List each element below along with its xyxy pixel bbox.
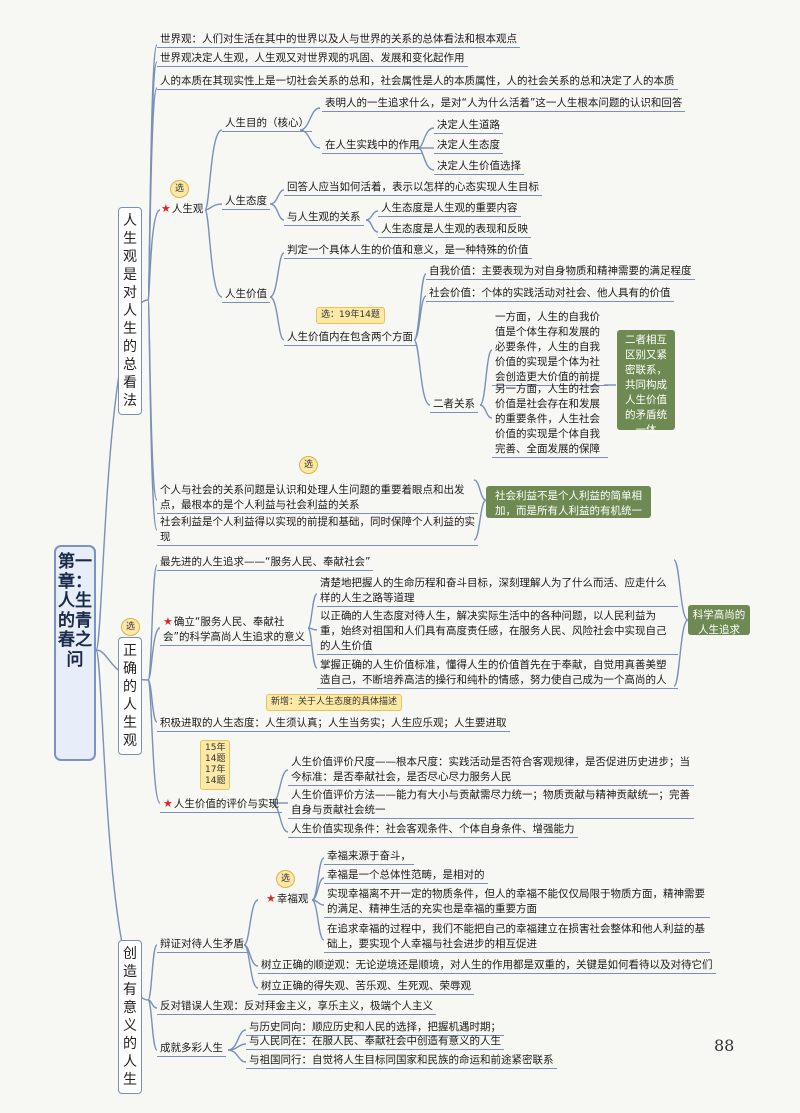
oppose-wrong-node: 反对错误人生观：反对拜金主义，享乐主义，极端个人主义 bbox=[157, 999, 436, 1015]
life-attitude-definition: 回答人应当如何活着，表示以怎样的心态实现人生目标 bbox=[284, 180, 542, 196]
diverse-life-node: 成就多彩人生 bbox=[157, 1041, 226, 1057]
exam-tag-15-17: 15年 14题 17年 14题 bbox=[200, 740, 231, 790]
value-two-aspects: 人生价值内在包含两个方面 bbox=[284, 330, 416, 346]
pursuit-note: 科学高尚的人生追求 bbox=[688, 605, 750, 636]
worldview-decides-node: 世界观决定人生观，人生观又对世界观的巩固、发展和变化起作用 bbox=[157, 51, 468, 67]
pursuit-meaning-node: ★确立“服务人民、奉献社会”的科学高尚人生追求的意义 bbox=[160, 614, 311, 646]
life-value-definition: 判定一个具体人生的价值和意义，是一种特殊的价值 bbox=[284, 243, 532, 259]
life-outlook-node: ★人生观 bbox=[158, 201, 206, 217]
section-correct-outlook: 正确的人生观 bbox=[118, 637, 142, 755]
individual-society-node: 个人与社会的关系问题是认识和处理人生问题的重要着眼点和出发点，最根本的是个人利益… bbox=[157, 483, 478, 514]
gains-losses-node: 树立正确的得失观、苦乐观、生死观、荣辱观 bbox=[258, 979, 474, 995]
dialectic-node: 辩证对待人生矛盾 bbox=[157, 937, 247, 953]
exam-tag-19: 选：19年14题 bbox=[316, 307, 385, 324]
value-evaluation-node: ★人生价值的评价与实现 bbox=[160, 796, 282, 813]
life-purpose-node: 人生目的（核心） bbox=[222, 116, 312, 132]
evaluation-method: 人生价值评价方法——能力有大小与贡献需尽力统一；物质贡献与精神贡献统一；完善自身… bbox=[288, 788, 694, 819]
self-value-node: 自我价值：主要表现为对自身物质和精神需要的满足程度 bbox=[426, 264, 695, 280]
attitude-relation-node: 与人生观的关系 bbox=[284, 210, 364, 226]
role-attitude: 决定人生态度 bbox=[434, 138, 503, 154]
positive-attitude-node: 积极进取的人生态度：人生须认真；人生当务实；人生应乐观；人生要进取 bbox=[157, 716, 510, 732]
star-icon: ★ bbox=[163, 797, 173, 810]
attitude-relation-1: 人生态度是人生观的重要内容 bbox=[378, 201, 521, 217]
attitude-relation-2: 人生态度是人生观的表现和反映 bbox=[378, 222, 531, 238]
chapter-title: 第一章：人生的青春之问 bbox=[54, 545, 96, 761]
role-path: 决定人生道路 bbox=[434, 118, 503, 134]
happiness-view-node: ★幸福观 bbox=[263, 891, 311, 907]
advanced-pursuit-node: 最先进的人生追求——“服务人民、奉献社会” bbox=[157, 555, 374, 571]
evaluation-scale: 人生价值评价尺度——根本尺度：实践活动是否符合客观规律，是否促进历史进步；当今标… bbox=[288, 755, 694, 786]
select-tag-4: 选 bbox=[276, 870, 296, 888]
select-tag: 选 bbox=[170, 180, 190, 198]
life-purpose-role: 在人生实践中的作用 bbox=[322, 138, 423, 154]
meaning-2: 以正确的人生态度对待人生，解决实际生活中的各种问题，以人民利益为重，始终对祖国和… bbox=[317, 609, 678, 655]
value-evaluation-label: 人生价值的评价与实现 bbox=[173, 798, 279, 810]
meaning-1: 清楚地把握人的生命历程和奋斗目标，深刻理解人为了什么而活、应走什么样的人生之路等… bbox=[317, 576, 678, 607]
unity-note: 二者相互区别又紧密联系，共同构成人生价值的矛盾统一体 bbox=[617, 330, 675, 436]
life-value-node: 人生价值 bbox=[222, 287, 270, 303]
social-interest-node: 社会利益是个人利益得以实现的前提和基础，同时保障个人利益的实现 bbox=[157, 515, 478, 546]
new-tag: 新增：关于人生态度的具体描述 bbox=[266, 694, 403, 711]
pursuit-meaning-label: 确立“服务人民、奉献社会”的科学高尚人生追求的意义 bbox=[163, 616, 305, 643]
social-interest-note: 社会利益不是个人利益的简单相加，而是所有人利益的有机统一 bbox=[486, 486, 651, 518]
human-essence-node: 人的本质在其现实性上是一切社会关系的总和，社会属性是人的本质属性，人的社会关系的… bbox=[157, 74, 678, 90]
realization-condition: 人生价值实现条件：社会客观条件、个体自身条件、增强能力 bbox=[288, 822, 578, 838]
star-icon: ★ bbox=[163, 615, 173, 628]
happiness-4: 在追求幸福的过程中，我们不能把自己的幸福建立在损害社会整体和他人利益的基础上，要… bbox=[324, 922, 710, 953]
adversity-node: 树立正确的顺逆观：无论逆境还是顺境，对人生的作用都是双重的，关键是如何看待以及对… bbox=[258, 958, 716, 974]
happiness-1: 幸福来源于奋斗， bbox=[324, 849, 414, 865]
happiness-3: 实现幸福离不开一定的物质条件，但人的幸福不能仅仅局限于物质方面，精神需要的满足、… bbox=[324, 887, 710, 918]
section-meaningful-life: 创造有意义的人生 bbox=[118, 940, 142, 1094]
relation-aspect-2: 另一方面，人生的社会价值是社会存在和发展的重要条件，人生社会价值的实现是个体自我… bbox=[492, 382, 608, 458]
diverse-1: 与历史同向：顺应历史和人民的选择，把握机遇时期； bbox=[246, 1020, 504, 1036]
role-value: 决定人生价值选择 bbox=[434, 159, 524, 175]
relation-aspect-1: 一方面，人生的自我价值是个体生存和发展的必要条件，人生的自我价值的实现是个体为社… bbox=[492, 310, 608, 386]
life-purpose-definition: 表明人的一生追求什么，是对“人为什么活着”这一人生根本问题的认识和回答 bbox=[322, 96, 686, 112]
happiness-2: 幸福是一个总体性范畴，是相对的 bbox=[324, 868, 488, 884]
life-outlook-label: 人生观 bbox=[171, 203, 204, 215]
meaning-3: 掌握正确的人生价值标准，懂得人生的价值首先在于奉献，自觉用真善美塑造自己，不断培… bbox=[317, 658, 678, 689]
select-tag-3: 选 bbox=[121, 618, 141, 636]
select-tag-2: 选 bbox=[299, 456, 319, 474]
diverse-2: 与人民同在：在服人民、奉献社会中创造有意义的人生 bbox=[246, 1034, 504, 1050]
social-value-node: 社会价值：个体的实践活动对社会、他人具有的价值 bbox=[426, 286, 674, 302]
life-attitude-node: 人生态度 bbox=[222, 194, 270, 210]
relation-node: 二者关系 bbox=[430, 397, 478, 413]
happiness-view-label: 幸福观 bbox=[276, 893, 309, 905]
diverse-3: 与祖国同行：自觉将人生目标同国家和民族的命运和前途紧密联系 bbox=[246, 1053, 557, 1069]
star-icon: ★ bbox=[266, 892, 276, 905]
worldview-node: 世界观：人们对生活在其中的世界以及人与世界的关系的总体看法和根本观点 bbox=[157, 32, 520, 48]
section-life-outlook: 人生观是对人生的总看法 bbox=[118, 207, 142, 415]
star-icon: ★ bbox=[161, 202, 171, 215]
page-number: 88 bbox=[714, 1036, 735, 1055]
